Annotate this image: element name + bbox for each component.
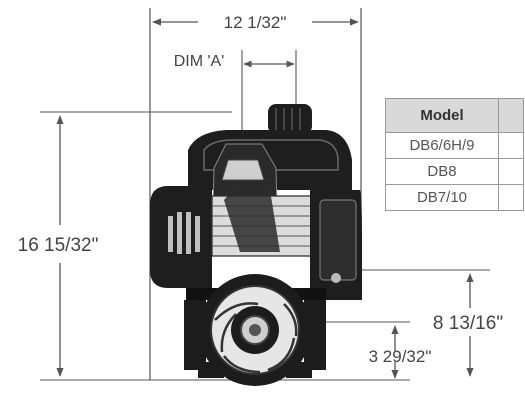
overall-height-label: 16 15/32": [18, 235, 99, 256]
table-row: DB6/6H/9: [385, 132, 524, 159]
table-header-row: Model: [385, 98, 524, 133]
overall-height-dimension: [40, 111, 232, 381]
model-column-header: Model: [385, 98, 499, 133]
clipped-cell: [498, 132, 524, 159]
dim-a-label: DIM 'A': [174, 53, 225, 70]
clipped-cell: [498, 184, 524, 211]
model-cell: DB7/10: [385, 184, 499, 211]
overall-width-label: 12 1/32": [224, 13, 287, 32]
table-row: DB8: [385, 158, 524, 185]
inlet-height-label: 3 29/32": [369, 347, 432, 366]
model-table: Model DB6/6H/9 DB8 DB7/10: [385, 98, 524, 211]
model-cell: DB8: [385, 158, 499, 185]
outlet-height-label: 8 13/16": [433, 313, 503, 334]
clipped-column-header: [498, 98, 524, 133]
engine-body: [150, 104, 362, 386]
clipped-cell: [498, 158, 524, 185]
table-row: DB7/10: [385, 184, 524, 211]
model-cell: DB6/6H/9: [385, 132, 499, 159]
